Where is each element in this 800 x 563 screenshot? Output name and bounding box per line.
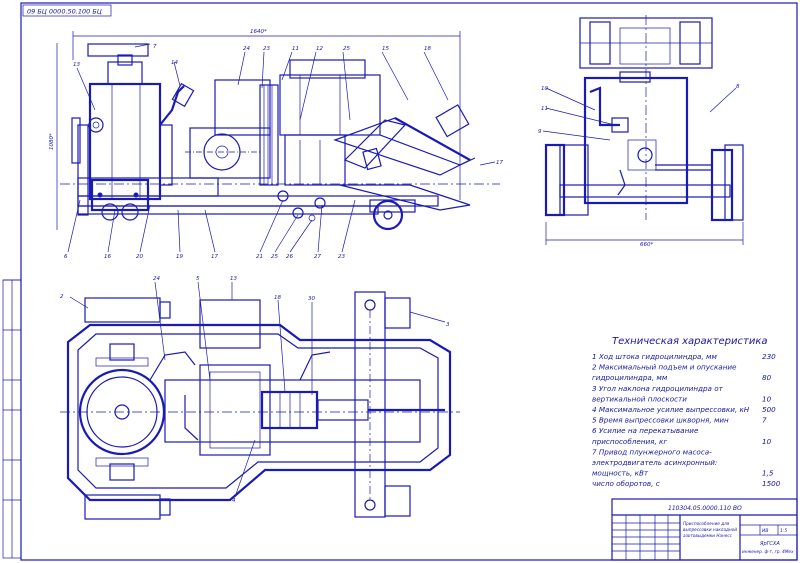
callout-side-top-5: 11 <box>292 46 299 52</box>
callout-side-bottom-8: 26 <box>286 254 293 260</box>
spec-rows: 1 Ход штока гидроцилиндра, мм 230 2 Максим… <box>592 352 781 488</box>
spec-row-value: 500 <box>762 405 776 414</box>
spec-row-label: число оборотов, с <box>592 479 660 488</box>
spec-row-label: гидроцилиндра, мм <box>592 373 668 382</box>
callout-plan-7: 3 <box>446 322 450 328</box>
callout-side-top-9: 18 <box>424 46 431 52</box>
plan-view-callouts: 2 24 5 13 18 30 3 4 <box>60 276 450 504</box>
spec-row-value: 230 <box>762 352 776 361</box>
specs-title: Техническая характеристика <box>612 336 768 347</box>
title-block-mark-1: ИВ <box>762 528 768 534</box>
callout-plan-5: 18 <box>274 295 281 301</box>
callout-end-3: 9 <box>538 129 542 135</box>
title-block-designation: 110304.05.0000.110 ВО <box>668 505 742 512</box>
spec-row-value: 7 <box>762 416 767 425</box>
spec-row-value: 10 <box>762 437 772 446</box>
spec-row-label: 6 Усилие на перекатывание <box>592 426 699 435</box>
end-width-dimension: 660* <box>640 242 653 248</box>
callout-side-bottom-4: 19 <box>176 254 183 260</box>
side-view-callouts: 7 14 24 23 11 12 25 15 18 13 6 16 20 19 … <box>64 44 503 260</box>
callout-end-2: 11 <box>541 106 548 112</box>
drawing-code-text: 09 БЦ 0000.50.100 БЦ <box>27 8 102 16</box>
side-height-dimension: 1080* <box>49 133 55 150</box>
spec-row-label: 2 Максимальный подъем и опускание <box>592 363 737 372</box>
callout-side-top-3: 24 <box>243 46 250 52</box>
drawing-code-box: 09 БЦ 0000.50.100 БЦ <box>22 4 112 17</box>
title-block-name-1: Приспособление для <box>683 521 730 526</box>
callout-end-4: 8 <box>736 84 740 90</box>
title-block-name-3: азотовыдемки Нанесс <box>683 533 733 538</box>
spec-row-label: 3 Угол наклона гидроцилиндра от <box>592 384 724 393</box>
callout-side-left-1: 13 <box>73 62 80 68</box>
callout-side-top-6: 12 <box>316 46 323 52</box>
callout-side-bottom-10: 23 <box>338 254 345 260</box>
callout-end-1: 10 <box>541 86 548 92</box>
callout-side-top-2: 14 <box>171 60 178 66</box>
side-view: 1640* 1080* <box>49 29 500 253</box>
callout-side-top-8: 15 <box>382 46 389 52</box>
spec-row-value: 10 <box>762 394 772 403</box>
plan-view <box>60 281 460 520</box>
callout-side-bottom-2: 16 <box>104 254 111 260</box>
spec-row-label: электродвигатель асинхронный: <box>592 458 717 467</box>
callout-side-bottom-1: 6 <box>64 254 68 260</box>
specifications-block: Техническая характеристика 1 Ход штока г… <box>592 336 781 488</box>
spec-row-label: 1 Ход штока гидроцилиндра, мм <box>592 352 717 361</box>
callout-plan-6: 30 <box>308 296 315 302</box>
callout-side-top-1: 7 <box>153 44 157 50</box>
callout-side-bottom-6: 21 <box>256 254 263 260</box>
end-view: 660* 10 11 9 8 <box>538 15 744 248</box>
callout-side-top-4: 23 <box>263 46 270 52</box>
callout-plan-4: 13 <box>230 276 237 282</box>
title-block-name-2: выпрессовки накладной <box>683 527 737 532</box>
side-length-dimension: 1640* <box>250 29 267 35</box>
spec-row-label: 4 Максимальное усилие выпрессовки, кН <box>592 405 750 414</box>
title-block-mark-2: 1:5 <box>780 528 787 534</box>
title-block-org-1: ЯрГСХА <box>759 541 780 547</box>
callout-plan-3: 5 <box>196 276 200 282</box>
title-block-org-2: инженер. ф-т, гр. 4Мех <box>742 549 794 554</box>
title-block: 110304.05.0000.110 ВО Приспособление для… <box>611 498 798 561</box>
callout-side-bottom-3: 20 <box>136 254 143 260</box>
spec-row-label: 5 Время выпрессовки шкворня, мин <box>592 416 729 425</box>
callout-side-bottom-9: 27 <box>314 254 321 260</box>
spec-row-label: 7 Привод плунжерного масоса- <box>592 447 712 456</box>
callout-plan-2: 24 <box>153 276 160 282</box>
spec-row-value: 80 <box>762 373 772 382</box>
callout-plan-1: 2 <box>60 294 64 300</box>
callout-side-right-1: 17 <box>496 160 503 166</box>
spec-row-value: 1500 <box>762 479 781 488</box>
callout-side-bottom-5: 17 <box>211 254 218 260</box>
spec-row-label: вертикальной плоскости <box>592 394 687 403</box>
spec-row-label: приспособления, кг <box>592 437 667 446</box>
callout-plan-8: 4 <box>232 498 236 504</box>
callout-side-top-7: 25 <box>343 46 350 52</box>
spec-row-value: 1,5 <box>762 469 774 478</box>
spec-row-label: мощность, кВт <box>592 469 649 478</box>
callout-side-bottom-7: 25 <box>271 254 278 260</box>
